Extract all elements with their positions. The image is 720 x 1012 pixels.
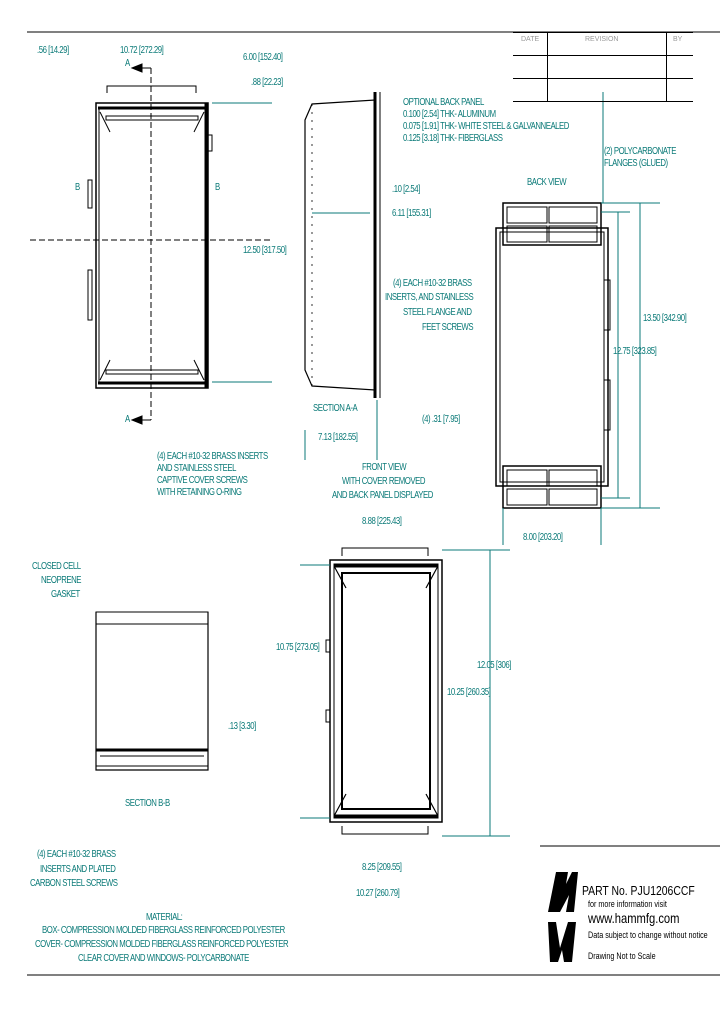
dim-panel-thickness: .10 [2.54]: [392, 184, 420, 195]
dim-mount-holes: (4) .31 [7.95]: [422, 414, 460, 425]
front-view-cover-removed-drawing: [325, 547, 443, 835]
section-bb-drawing: [95, 611, 209, 771]
dim-flange-depth: .88 [22.23]: [251, 77, 283, 88]
scale-note: Drawing Not to Scale: [588, 951, 656, 961]
dim-overall-width: 10.72 [272.29]: [120, 45, 164, 56]
section-aa-drawing: [304, 92, 381, 398]
front-view-drawing: [30, 63, 270, 425]
material-line-cover: COVER- COMPRESSION MOLDED FIBERGLASS REI…: [35, 939, 289, 950]
material-line-box: BOX- COMPRESSION MOLDED FIBERGLASS REINF…: [42, 925, 285, 936]
back-view-drawing: [495, 202, 611, 509]
label-section-aa: SECTION A-A: [313, 403, 358, 414]
dim-back-mount-height: 12.75 [323.85]: [613, 346, 657, 357]
info-text: for more information visit: [588, 899, 667, 909]
disclaimer: Data subject to change without notice: [588, 930, 708, 940]
dim-back-mount-width: 8.00 [203.20]: [523, 532, 563, 543]
website-link[interactable]: www.hammfg.com: [588, 910, 680, 926]
label-section-bb: SECTION B-B: [125, 798, 170, 809]
section-mark-b-right: B: [215, 182, 220, 193]
section-mark-b-left: B: [75, 182, 80, 193]
section-mark-a-top: A: [125, 58, 130, 69]
dim-section-aa-width: 7.13 [182.55]: [318, 432, 358, 443]
dim-back-overall-height: 13.50 [342.90]: [643, 313, 687, 324]
dim-front2-flange-width: 8.88 [225.43]: [362, 516, 402, 527]
dim-front2-overall-height: 12.05 [306]: [477, 660, 511, 671]
label-back-view: BACK VIEW: [527, 177, 567, 188]
part-number: PART No. PJU1206CCF: [582, 883, 695, 898]
dim-gasket-offset: .13 [3.30]: [228, 721, 256, 732]
dim-front2-height: 10.75 [273.05]: [276, 642, 320, 653]
material-line-windows: CLEAR COVER AND WINDOWS- POLYCARBONATE: [78, 953, 249, 964]
dim-top-left-offset: .56 [14.29]: [37, 45, 69, 56]
dim-overall-height: 12.50 [317.50]: [243, 245, 287, 256]
material-title: MATERIAL:: [146, 912, 183, 923]
rev-header-by: BY: [673, 36, 683, 43]
dim-depth: 6.00 [152.40]: [243, 52, 283, 63]
hw-logo: [548, 872, 578, 962]
dim-front2-inner-width: 8.25 [209.55]: [362, 862, 402, 873]
revision-block: DATE REVISION BY: [513, 32, 693, 102]
section-mark-a-bottom: A: [125, 414, 130, 425]
rev-header-date: DATE: [521, 36, 540, 43]
rev-header-revision: REVISION: [585, 36, 619, 43]
dim-front2-overall-width: 10.27 [260.79]: [356, 888, 400, 899]
dim-front2-inner-height: 10.25 [260.35]: [447, 687, 491, 698]
dim-inside-depth: 6.11 [155.31]: [392, 208, 431, 219]
